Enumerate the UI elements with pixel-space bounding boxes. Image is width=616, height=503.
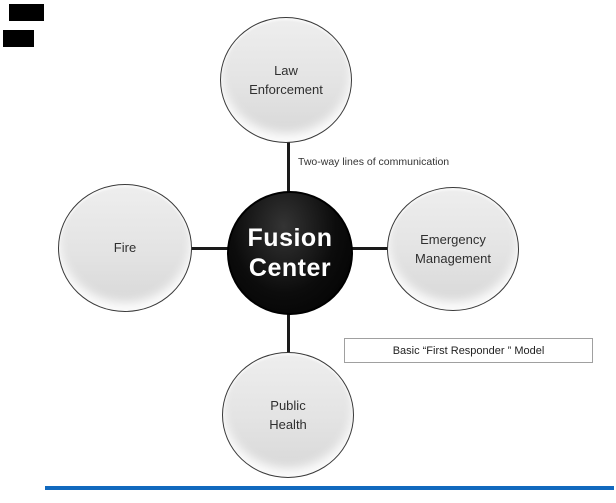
caption-box: Basic “First Responder ” Model	[344, 338, 593, 363]
node-fusion-center: Fusion Center	[227, 191, 353, 315]
node-law-enforcement: Law Enforcement	[220, 17, 352, 143]
node-emergency-management: Emergency Management	[387, 187, 519, 311]
footer-rule	[45, 486, 614, 490]
redaction-block	[9, 4, 44, 21]
connector-center-to-health	[287, 313, 290, 354]
connector-center-to-law	[287, 142, 290, 194]
caption-text: Basic “First Responder ” Model	[392, 344, 545, 357]
node-fire: Fire	[58, 184, 192, 312]
two-way-communication-label: Two-way lines of communication	[298, 156, 450, 168]
redaction-block	[3, 30, 34, 47]
connector-center-to-fire	[190, 247, 229, 250]
node-public-health: Public Health	[222, 352, 354, 478]
connector-center-to-emergency	[351, 247, 389, 250]
